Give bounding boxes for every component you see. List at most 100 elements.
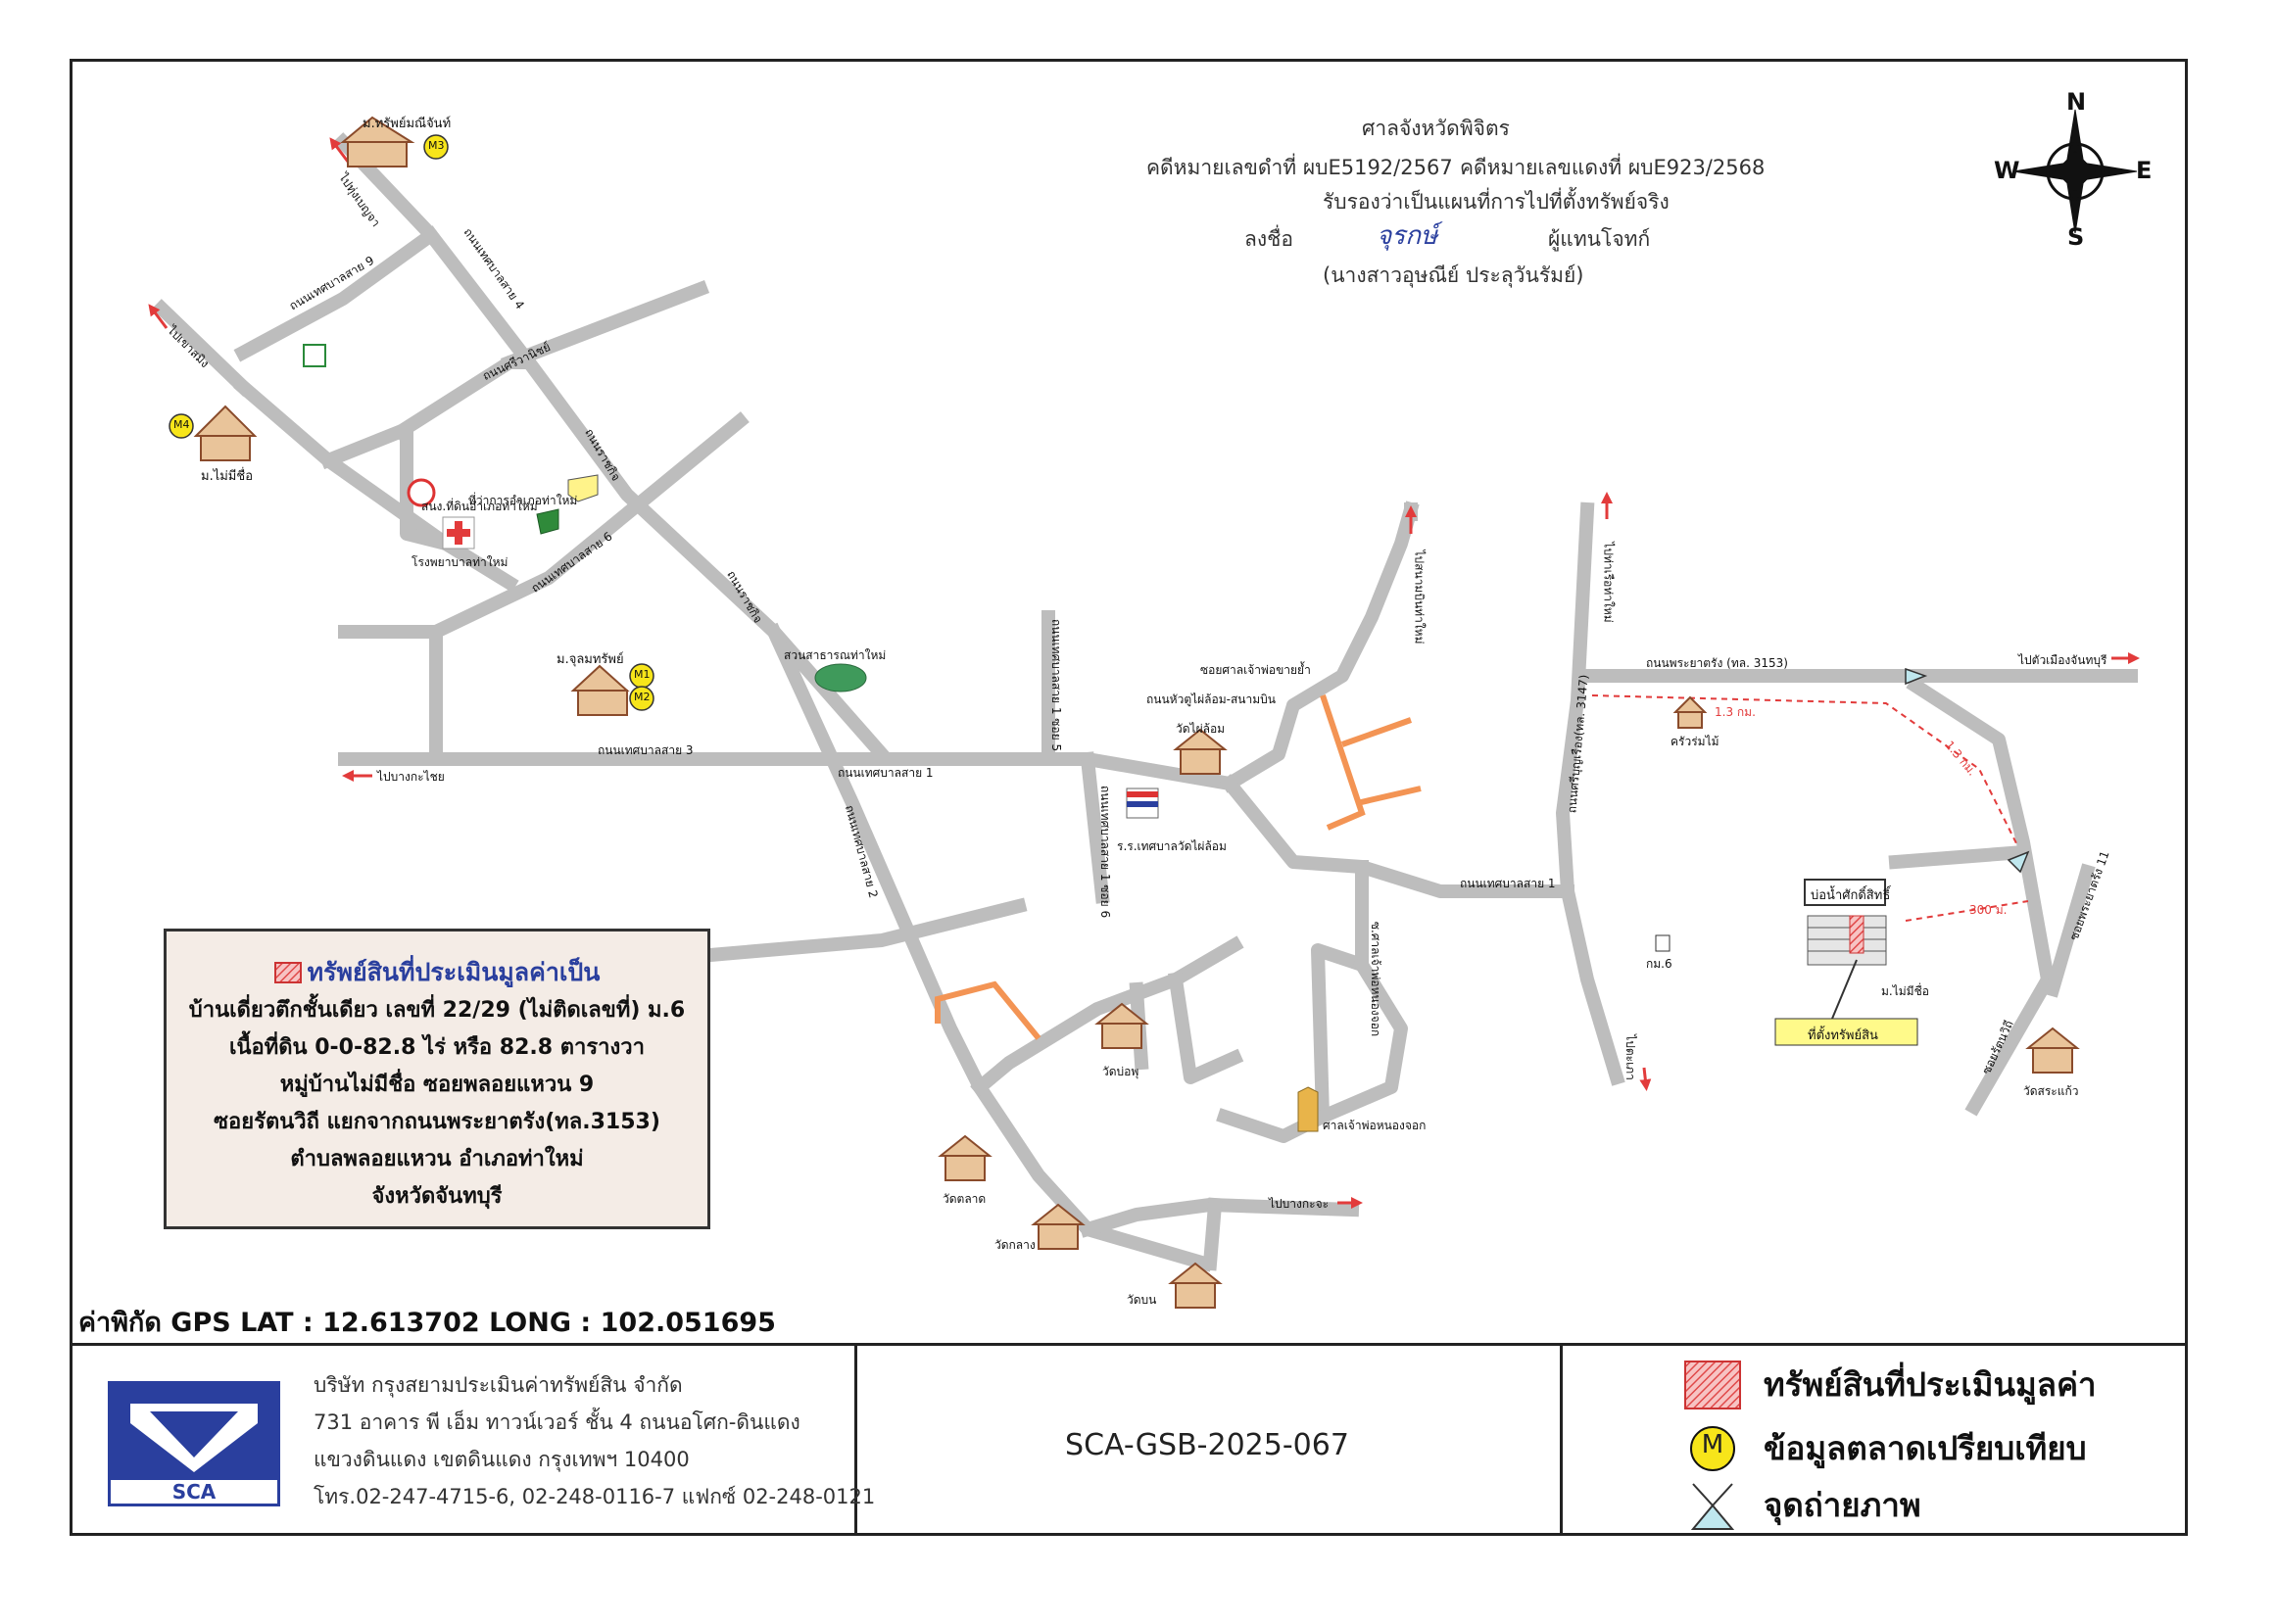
label-village-no-name: ม.ไม่มีชื่อ	[1881, 984, 1929, 998]
road-west-stub	[338, 625, 443, 761]
road-plooy9	[1888, 844, 2031, 870]
label-to-bangkachai: ไปบางกะไชย	[377, 770, 445, 784]
info-line: จังหวัดจันทบุรี	[371, 1184, 503, 1209]
m4-badge	[169, 413, 194, 439]
accent-road-2	[1340, 717, 1413, 747]
legend-item: M ข้อมูลตลาดเปรียบเทียบ	[1683, 1422, 2087, 1474]
roads	[152, 132, 2138, 1272]
road-prasart11	[2044, 863, 2096, 998]
gps-coordinates: ค่าพิกัด GPS LAT : 12.613702 LONG : 102.…	[78, 1308, 776, 1338]
company-line: แขวงดินแดง เขตดินแดง กรุงเทพฯ 10400	[314, 1448, 690, 1471]
label-wat-talat: วัดตลาด	[943, 1192, 987, 1206]
road-bopu2	[1168, 972, 1244, 1084]
camera-point-icon	[1690, 1482, 1735, 1530]
road-mid-horizontal	[702, 897, 1028, 963]
label-road-nonghua: ถนนหัวตูไผ่ล้อม-สนามบิน	[1146, 693, 1276, 706]
info-line: ซอยรัตนวิถี แยกจากถนนพระยาตรัง(ทล.3153)	[214, 1110, 660, 1134]
compass-rose	[2012, 109, 2138, 234]
compass-s: S	[2067, 223, 2085, 251]
misc-icons	[303, 344, 1671, 1132]
label-road-thesaban1b: ถนนเทศบาลสาย 1	[1460, 877, 1556, 890]
label-school: ร.ร.เทศบาลวัดไผ่ล้อม	[1117, 839, 1227, 853]
road-rattanawithi	[1906, 676, 2055, 1117]
shrine-icon	[1297, 1086, 1319, 1132]
info-line: หมู่บ้านไม่มีชื่อ ซอยพลอยแหวน 9	[279, 1073, 595, 1097]
info-line: ตำบลพลอยแหวน อำเภอท่าใหม่	[290, 1147, 584, 1171]
label-village-m4: ม.ไม่มีชื่อ	[201, 469, 254, 484]
road-thesaban4	[333, 132, 892, 764]
accent-road-4	[935, 980, 1041, 1040]
info-title-row: ทรัพย์สินที่ประเมินมูลค่าเป็น	[167, 953, 707, 992]
label-wat-sa-kaew: วัดสระแก้ว	[2023, 1084, 2079, 1098]
label-to-tanem: ไปตะเภา	[1622, 1034, 1637, 1080]
label-property: ที่ตั้งทรัพย์สิน	[1808, 1028, 1878, 1043]
road-thesaban6	[392, 356, 536, 441]
accent-roads	[935, 694, 1422, 1040]
label-wat-klang: วัดกลาง	[994, 1238, 1036, 1252]
info-line: เนื้อที่ดิน 0-0-82.8 ไร่ หรือ 82.8 ตาราง…	[228, 1035, 645, 1060]
m1-badge-text: M1	[634, 668, 651, 681]
road-pond	[1216, 860, 1369, 1143]
km-marker-icon	[1655, 934, 1671, 952]
camera-point-2	[2007, 850, 2030, 874]
legend-text: ทรัพย์สินที่ประเมินมูลค่า	[1764, 1365, 2097, 1404]
road-thesaban9	[233, 225, 441, 362]
hatched-square-icon	[273, 962, 302, 983]
temple-icon-m3	[340, 116, 415, 167]
sign-role: ผู้แทนโจทก์	[1548, 227, 1651, 251]
label-village-m3: ม.ทรัพย์มณีจันท์	[363, 117, 452, 131]
temple-icons	[193, 116, 2080, 1309]
company-info: บริษัท กรุงสยามประเมินค่าทรัพย์สิน จำกัด…	[314, 1366, 875, 1515]
label-dist3: 300 ม.	[1969, 903, 2008, 917]
company-line: โทร.02-247-4715-6, 02-248-0116-7 แฟกซ์ 0…	[314, 1485, 876, 1508]
reference-number: SCA-GSB-2025-067	[1065, 1428, 1349, 1462]
land-office-icon	[536, 508, 559, 535]
footer-divider-2	[1560, 1343, 1563, 1536]
label-road-phraya-trang: ถนนพระยาตรัง (ทล. 3153)	[1646, 656, 1788, 670]
label-road-soi5: ถนนเทศบาลสาย 1 ซอย 5	[1049, 618, 1064, 752]
case-red: คดีหมายเลขแดงที่ ผบE923/2568	[1460, 156, 1766, 179]
label-to-airport: ไปสนามบินท่าใหม่	[1412, 549, 1427, 645]
house-icon-kuay	[1672, 695, 1708, 729]
label-park: สวนสาธารณท่าใหม่	[784, 648, 887, 662]
m-badge-icon	[1690, 1425, 1735, 1471]
m3-badge	[423, 134, 449, 160]
info-line: บ้านเดี่ยวตึกชั้นเดียว เลขที่ 22/29 (ไม่…	[188, 998, 686, 1023]
accent-road-1	[1320, 694, 1366, 831]
property-info-box: ทรัพย์สินที่ประเมินมูลค่าเป็น บ้านเดี่ยว…	[164, 929, 710, 1229]
legend-item: ทรัพย์สินที่ประเมินมูลค่า	[1683, 1359, 2097, 1410]
label-road-soi6: ถนนเทศบาลสาย 1 ซอย 6	[1098, 785, 1113, 919]
compass-w: W	[1994, 157, 2020, 184]
camera-points	[1905, 667, 2030, 874]
accent-road-3	[1356, 786, 1422, 806]
road-soi6	[1080, 751, 1110, 904]
label-kuay-tiew: ครัวร่มไม้	[1671, 735, 1719, 748]
label-to-chanthaburi: ไปตัวเมืองจันทบุรี	[2018, 653, 2107, 667]
legend-text: จุดถ่ายภาพ	[1764, 1486, 1921, 1524]
court-name: ศาลจังหวัดพิจิตร	[1362, 117, 1510, 140]
label-km6: กม.6	[1646, 957, 1672, 971]
compass-e: E	[2136, 157, 2153, 184]
m4-badge-text: M4	[173, 418, 190, 431]
label-dist1: 1.3 กม.	[1715, 705, 1756, 719]
road-airport	[1220, 501, 1420, 793]
direction-arrows	[148, 137, 2140, 1209]
label-land-office: สนง.ที่ดินอำเภอท่าใหม่	[421, 500, 538, 513]
road-sriwanit-upper	[500, 279, 710, 372]
certify-text: รับรองว่าเป็นแผนที่การไปที่ตั้งทรัพย์จริ…	[1323, 190, 1670, 214]
compass-n: N	[2066, 88, 2087, 116]
property-label-box	[1774, 1018, 1918, 1046]
label-road-thesaban3: ถนนเทศบาลสาย 3	[598, 743, 694, 757]
road-south-branch	[1202, 1197, 1223, 1271]
label-road-shrine-nong: ซ.ศาลเจ้าพ่อหนองจอก	[1369, 921, 1383, 1037]
park-icon	[814, 663, 867, 693]
label-road-thesaban1: ถนนเทศบาลสาย 1	[838, 766, 934, 780]
bank-icon	[407, 478, 436, 507]
label-wat-phai-lom: วัดไผ่ล้อม	[1176, 722, 1226, 736]
label-pond: บ่อน้ำศักดิ์สิทธิ์	[1811, 888, 1891, 903]
arrow-thungbencha	[329, 137, 350, 163]
footer-divider-1	[854, 1343, 857, 1536]
sca-logo-text: SCA	[171, 1480, 217, 1504]
label-road-soi-shrine: ซอยศาลเจ้าพ่อขายย้ำ	[1200, 663, 1311, 677]
